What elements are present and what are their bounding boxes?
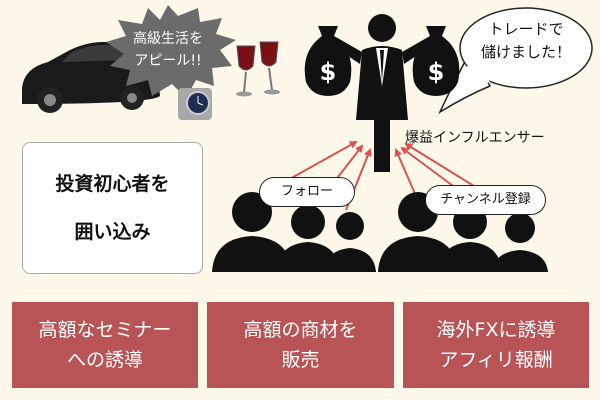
card-seminar: 高額なセミナー への誘導: [12, 302, 198, 388]
card-seminar-line-2: への誘導: [66, 349, 143, 371]
burst-caption: 高級生活を アピール!!: [108, 28, 228, 72]
beginner-box: 投資初心者を 囲い込み: [22, 142, 203, 274]
influencer-label: 爆益インフルエンサー: [405, 130, 545, 146]
card-product-line-2: 販売: [281, 349, 320, 371]
card-seminar-line-1: 高額なセミナー: [38, 319, 172, 341]
person-6: [492, 213, 548, 272]
person-2: [276, 205, 340, 272]
follow-label: フォロー: [259, 177, 355, 207]
card-fx: 海外FXに誘導 アフィリ報酬: [403, 302, 589, 388]
person-5: [438, 205, 502, 272]
money-symbol-right: $: [428, 58, 445, 86]
money-bag-left-icon: $: [304, 26, 352, 96]
card-product-line-1: 高額の商材を: [243, 319, 358, 341]
money-bag-right-icon: $: [412, 26, 460, 96]
card-fx-line-2: アフィリ報酬: [439, 349, 553, 371]
money-symbol-left: $: [320, 58, 337, 86]
speech-bubble-line-2: 儲けました！: [480, 43, 571, 61]
channel-subscribe-label: チャンネル登録: [425, 185, 546, 215]
beginner-line-2: 囲い込み: [74, 221, 151, 243]
wine-glasses-icon: [236, 41, 280, 97]
speech-bubble-line-1: トレードで: [488, 20, 564, 38]
card-product: 高額の商材を 販売: [207, 302, 394, 388]
arrow-4: [394, 148, 417, 197]
speech-bubble: [438, 7, 593, 114]
speech-bubble-caption: トレードで 儲けました！: [466, 18, 586, 64]
watch-icon: [178, 88, 212, 120]
burst-shape: [106, 5, 236, 98]
burst-line-2: アピール!!: [134, 53, 202, 69]
burst-line-1: 高級生活を: [133, 31, 203, 47]
beginner-line-1: 投資初心者を: [55, 173, 170, 195]
person-3: [324, 212, 376, 272]
card-fx-line-1: 海外FXに誘導: [436, 319, 556, 341]
